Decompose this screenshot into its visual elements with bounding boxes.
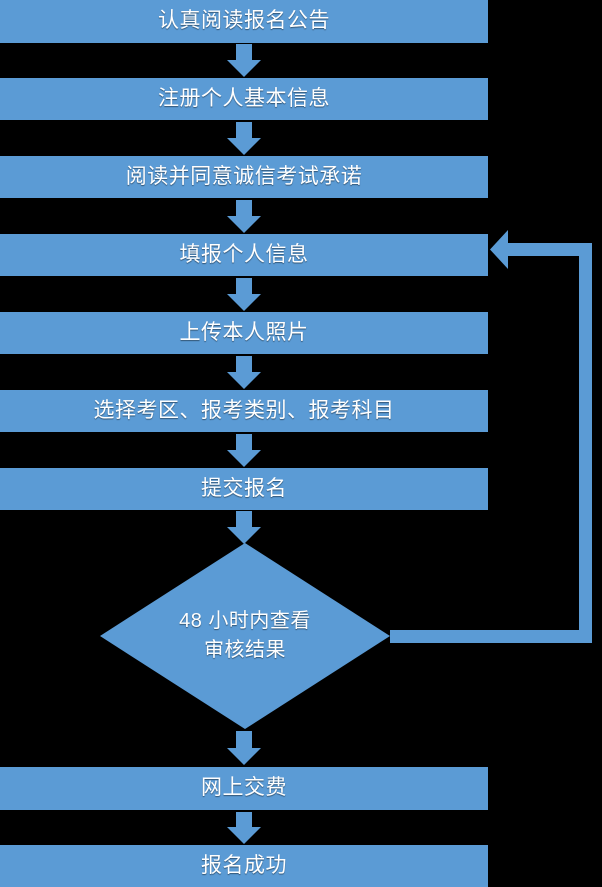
- flow-node-label: 报名成功: [201, 853, 287, 877]
- connector-arrow-n8-n9: [227, 731, 261, 765]
- connector-arrow-n7-n8: [227, 511, 261, 544]
- flow-node-select-exam-region-category-subject[interactable]: 选择考区、报考类别、报考科目: [0, 390, 488, 432]
- decision-line-1: 48 小时内查看: [179, 610, 311, 632]
- connector-arrow-n6-n7: [227, 434, 261, 467]
- flow-node-online-payment[interactable]: 网上交费: [0, 767, 488, 810]
- flow-node-label: 阅读并同意诚信考试承诺: [125, 164, 363, 188]
- flow-node-upload-photo[interactable]: 上传本人照片: [0, 312, 488, 354]
- connector-arrow-n3-n4: [227, 200, 261, 233]
- flow-node-label: 网上交费: [201, 776, 287, 800]
- flow-node-check-review-result-decision[interactable]: 48 小时内查看 审核结果: [100, 543, 390, 729]
- flow-node-label: 填报个人信息: [179, 242, 309, 266]
- flow-node-submit-registration[interactable]: 提交报名: [0, 468, 488, 510]
- connector-arrow-n5-n6: [227, 356, 261, 389]
- connector-arrow-n4-n5: [227, 278, 261, 311]
- flow-node-read-announcement[interactable]: 认真阅读报名公告: [0, 0, 488, 43]
- flow-node-register-basic-info[interactable]: 注册个人基本信息: [0, 78, 488, 120]
- flow-node-agree-integrity-pledge[interactable]: 阅读并同意诚信考试承诺: [0, 156, 488, 198]
- flow-node-fill-personal-info[interactable]: 填报个人信息: [0, 234, 488, 276]
- flow-node-label: 提交报名: [201, 476, 287, 500]
- flow-node-label-decision: 48 小时内查看 审核结果: [100, 543, 390, 729]
- flow-node-label: 注册个人基本信息: [158, 86, 330, 110]
- connector-arrow-n1-n2: [227, 44, 261, 77]
- connector-feedback-loop-to-fill-personal-info: [380, 228, 602, 648]
- flow-node-label: 认真阅读报名公告: [158, 9, 330, 33]
- flow-node-label: 选择考区、报考类别、报考科目: [93, 398, 395, 422]
- flow-node-registration-success[interactable]: 报名成功: [0, 845, 488, 887]
- decision-line-2: 审核结果: [204, 639, 286, 661]
- connector-arrow-n9-n10: [227, 812, 261, 844]
- flow-node-label: 上传本人照片: [179, 320, 309, 344]
- connector-arrow-n2-n3: [227, 122, 261, 155]
